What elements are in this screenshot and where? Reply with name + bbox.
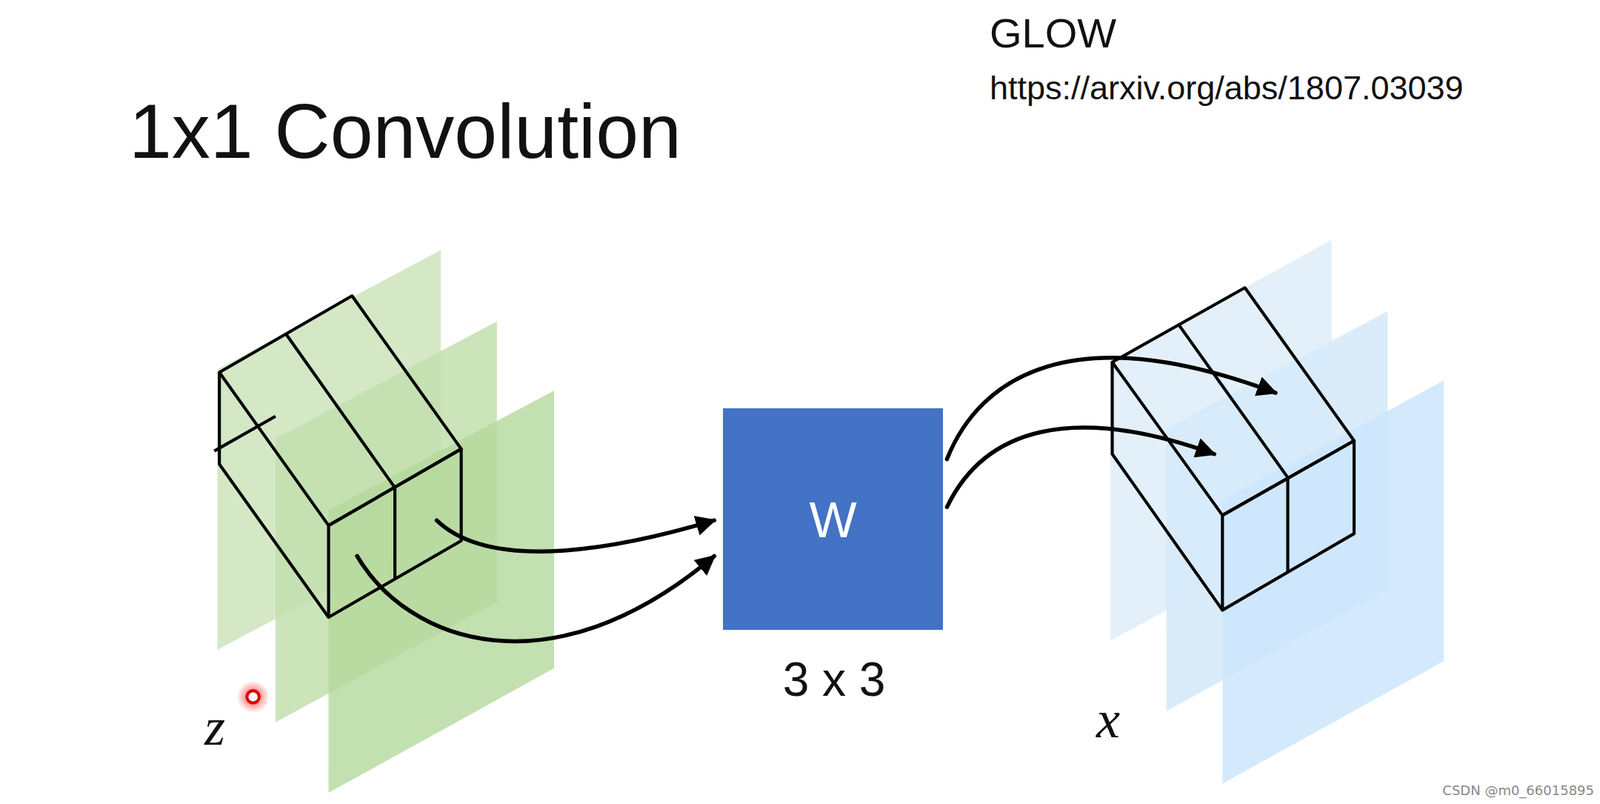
- node-text: W: [808, 490, 857, 549]
- matrix-size: 3 x 3: [782, 651, 886, 707]
- output-cube: [1112, 287, 1355, 610]
- watermark: CSDN @m0_66015895: [1442, 782, 1595, 798]
- input-feature-planes: [217, 249, 555, 793]
- input-symbol: z: [204, 696, 226, 758]
- output-symbol: x: [1096, 688, 1120, 751]
- flow-arrows: [357, 357, 1276, 642]
- diagram-title: 1x1 Convolution: [128, 87, 682, 176]
- cursor-dot: [237, 680, 270, 713]
- weight-matrix-box: W: [722, 408, 943, 630]
- output-feature-planes: [1110, 240, 1444, 784]
- paper-name: GLOW: [989, 8, 1117, 58]
- input-cube: [214, 295, 461, 618]
- paper-url: https://arxiv.org/abs/1807.03039: [989, 68, 1464, 108]
